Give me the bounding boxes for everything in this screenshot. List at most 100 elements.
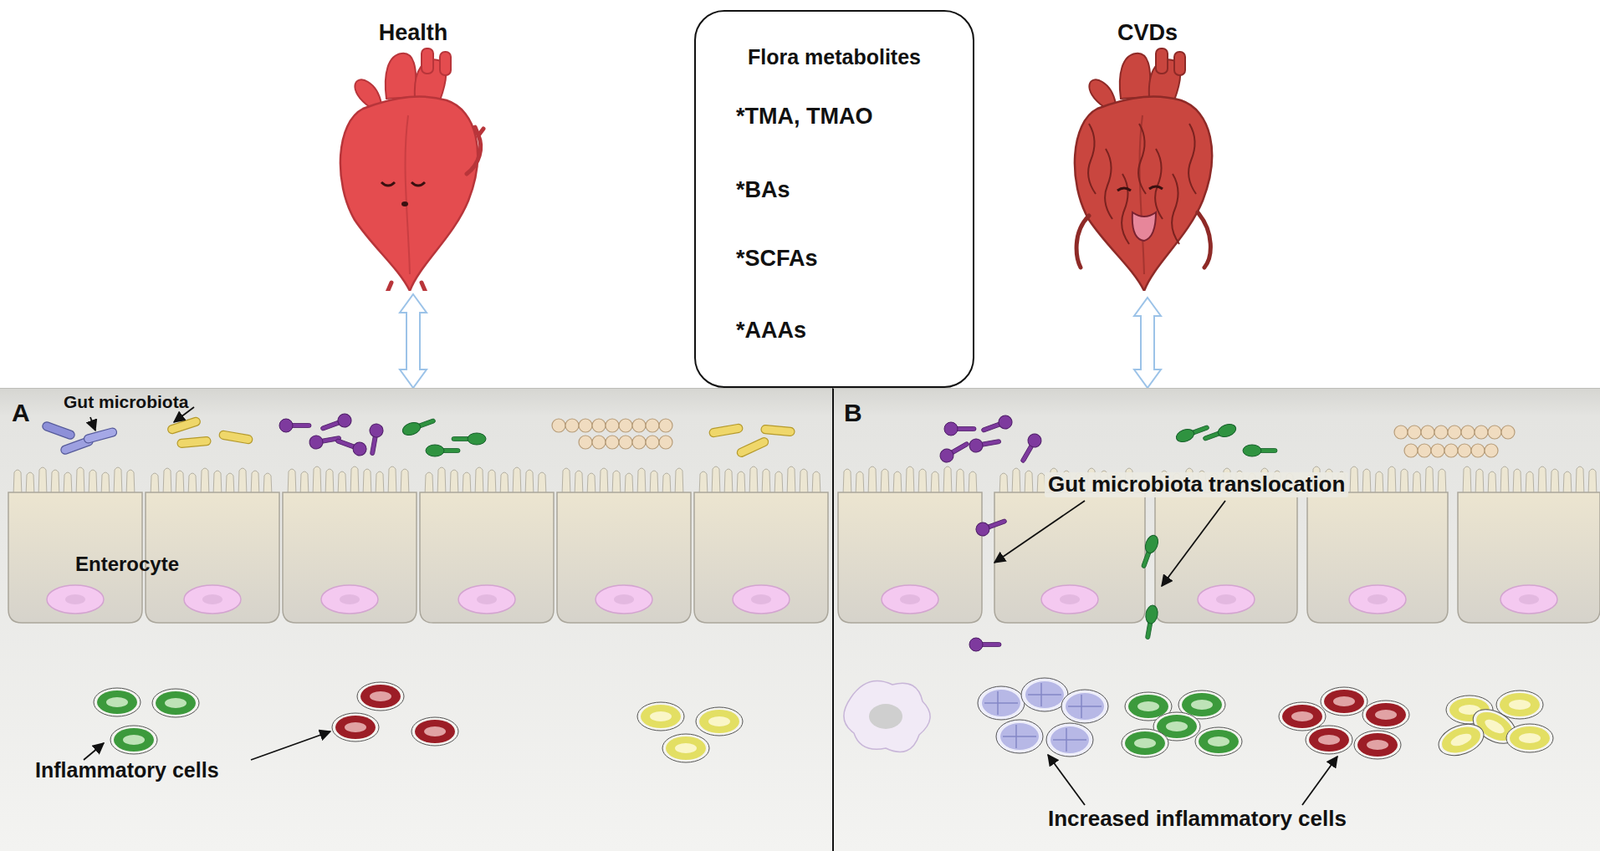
leader-arrow — [1047, 755, 1085, 806]
nucleus — [1500, 585, 1558, 614]
bacterium — [451, 433, 486, 445]
cell-plasma — [1499, 693, 1540, 717]
enterocyte — [282, 466, 417, 624]
microvillus — [724, 469, 733, 496]
cell-highlight — [1366, 740, 1389, 751]
cell-body — [1307, 492, 1448, 624]
microvillus — [362, 469, 372, 496]
cell-plasma — [981, 690, 1021, 717]
enterocyte — [1457, 466, 1600, 624]
microvillus — [1550, 469, 1560, 496]
nucleus — [1349, 585, 1406, 614]
microvillus — [955, 469, 965, 496]
cell-plasma — [1509, 726, 1550, 751]
microvillus — [674, 468, 684, 496]
rod-bacterium — [708, 424, 743, 439]
coccus — [1404, 444, 1418, 458]
heart-figure: Health — [321, 15, 506, 290]
cell-plasma — [1365, 703, 1406, 727]
heart-groove — [405, 115, 410, 275]
microvillus — [799, 469, 808, 496]
cell-body — [282, 492, 417, 624]
lymphocyte — [996, 720, 1043, 754]
bacterium-head — [974, 521, 992, 539]
coccus — [618, 419, 633, 433]
cell-highlight — [1449, 731, 1474, 749]
microvillus — [1425, 466, 1434, 496]
heart-vein — [1104, 148, 1113, 220]
microvillus — [388, 466, 397, 496]
cell-body — [1155, 492, 1298, 624]
cell-membrane — [1434, 718, 1488, 762]
gut-panel: BGut microbiota translocationIncreased i… — [832, 388, 1600, 851]
cell-membrane — [637, 702, 685, 731]
heart-vein — [1171, 173, 1180, 245]
inflammatory-cell — [1320, 687, 1368, 716]
cell-plasma — [665, 736, 706, 761]
nucleus — [321, 585, 379, 614]
cell-plasma — [1181, 693, 1222, 717]
cell-membrane — [1061, 690, 1109, 724]
coccus — [605, 419, 619, 433]
coccus — [632, 435, 646, 450]
bacterium — [400, 414, 437, 438]
microvillus — [38, 467, 47, 496]
cell-highlight — [1333, 696, 1355, 707]
metabolite-item: *BAs — [736, 177, 791, 204]
cell-membrane — [1354, 730, 1401, 760]
cell-membrane — [977, 686, 1025, 721]
coccus — [1487, 425, 1502, 440]
nucleus — [184, 585, 241, 614]
nucleus — [732, 585, 790, 614]
cell-membrane — [1320, 687, 1368, 716]
coccus — [592, 419, 606, 433]
enterocyte — [557, 468, 691, 624]
bacterium-head — [937, 446, 956, 466]
microvillus — [761, 469, 771, 496]
coccus — [1444, 444, 1458, 458]
microvillus — [512, 467, 522, 496]
bacterium-head — [351, 440, 369, 459]
cell-membrane — [93, 688, 141, 717]
callout-label: Gut microbiota — [63, 392, 189, 413]
bacterium-head — [968, 438, 985, 455]
panel-letter: B — [843, 398, 863, 429]
coccus — [618, 435, 633, 450]
bacterium — [968, 434, 1002, 454]
microvillus — [880, 469, 890, 496]
cell-lines — [1053, 728, 1087, 752]
coccus — [578, 435, 593, 450]
coccus — [1434, 425, 1448, 440]
rod-bacterium — [761, 424, 796, 436]
cell-plasma — [414, 720, 455, 744]
bacterium-head — [308, 434, 325, 451]
microvillus — [163, 468, 172, 496]
rod-bacterium — [40, 420, 76, 440]
rod-bacterium — [218, 430, 253, 445]
coccus — [1471, 444, 1485, 458]
inflammatory-cell — [332, 713, 379, 742]
vessel — [1155, 48, 1168, 74]
bacterium-head — [1242, 444, 1262, 457]
nucleolus — [899, 594, 921, 605]
nucleolus — [339, 594, 360, 605]
cell-membrane — [1046, 723, 1094, 757]
cell-plasma — [1128, 695, 1169, 719]
rod-bacterium — [166, 416, 201, 435]
vessel — [1174, 51, 1186, 76]
cell-membrane — [152, 689, 200, 718]
microvillus — [76, 467, 85, 496]
bacterium-head — [996, 414, 1015, 432]
cell-plasma — [1065, 693, 1105, 721]
bacterium-head — [944, 422, 958, 436]
cell-highlight — [344, 722, 367, 733]
heart-vein — [1121, 173, 1130, 245]
bacterium-head — [336, 412, 354, 430]
aorta — [385, 53, 416, 99]
microvillus — [287, 469, 297, 496]
bacterium-head — [1025, 431, 1044, 450]
microvillus — [599, 468, 609, 496]
microvillus — [475, 467, 484, 496]
inflammatory-cell — [1305, 725, 1353, 755]
